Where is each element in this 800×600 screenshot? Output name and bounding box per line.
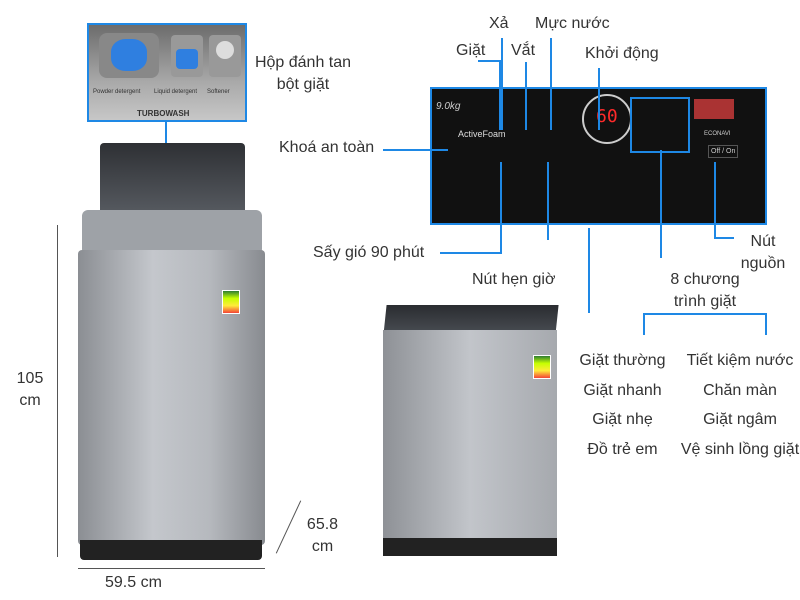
washing-machine-angled xyxy=(383,330,557,540)
depth-dimension-line xyxy=(275,500,302,554)
rinse-label: Xả xyxy=(489,15,509,32)
program-item: Giặt ngâm xyxy=(703,411,777,428)
callout-line xyxy=(500,162,502,252)
wash-label: Giặt xyxy=(456,42,486,59)
program-item: Tiết kiệm nước xyxy=(686,352,794,369)
activefoam-logo: ActiveFoam xyxy=(458,129,506,139)
callout-line xyxy=(550,38,552,130)
program-item: Đồ trẻ em xyxy=(587,440,658,458)
child-lock-label: Khoá an toàn xyxy=(279,139,375,156)
callout-line xyxy=(643,313,645,335)
energy-label xyxy=(222,290,240,314)
callout-line xyxy=(525,62,527,130)
slot-label: Liquid detergent xyxy=(154,89,198,95)
slot-label: Softener xyxy=(207,89,230,95)
water-level-label: Mực nước xyxy=(535,15,610,32)
brand-logo: TURBOWASH xyxy=(137,109,190,118)
capacity-label: 9.0kg xyxy=(436,101,461,112)
econavi-logo: ECONAVI xyxy=(704,131,731,137)
detergent-dispenser-image: Powder detergent Liquid detergent Soften… xyxy=(87,23,247,122)
machine-lid xyxy=(100,143,245,213)
slot-label: Powder detergent xyxy=(93,89,141,95)
led-panel xyxy=(694,99,734,119)
callout-line xyxy=(499,60,501,130)
callout-line xyxy=(501,38,503,130)
height-dimension-line xyxy=(57,225,58,557)
program-item: Giặt nhanh xyxy=(583,381,662,399)
program-buttons[interactable] xyxy=(630,97,690,153)
program-item: Vệ sinh lồng giặt xyxy=(680,440,800,458)
machine-base xyxy=(80,540,262,560)
callout-line xyxy=(598,68,600,130)
width-label: 59.5 cm xyxy=(105,574,162,591)
program-item: Giặt nhẹ xyxy=(592,411,653,428)
powder-compartment xyxy=(99,33,159,78)
spin-label: Vắt xyxy=(511,42,536,59)
callout-line xyxy=(588,228,590,313)
program-item: Giặt thường xyxy=(579,352,666,369)
softener-compartment xyxy=(209,35,241,77)
machine-top xyxy=(82,210,262,255)
liquid-compartment xyxy=(171,35,203,77)
callout-line xyxy=(643,313,765,315)
program-item: Chăn màn xyxy=(703,381,777,399)
callout-line xyxy=(440,252,502,254)
start-dial[interactable]: 60 xyxy=(582,94,632,144)
callout-line xyxy=(547,162,549,240)
callout-line xyxy=(714,162,716,238)
callout-line xyxy=(714,237,734,239)
dispenser-cup-icon xyxy=(111,39,147,71)
air-dry-label: Sấy gió 90 phút xyxy=(313,244,425,261)
led-display: 60 xyxy=(596,106,618,127)
callout-line xyxy=(478,60,500,62)
machine-base xyxy=(383,538,557,556)
callout-line xyxy=(383,149,448,151)
start-label: Khởi động xyxy=(585,45,659,62)
callout-line xyxy=(765,313,767,335)
callout-line xyxy=(660,150,662,258)
power-button[interactable]: Off / On xyxy=(708,145,739,158)
width-dimension-line xyxy=(78,568,265,569)
energy-label xyxy=(533,355,551,379)
timer-label: Nút hẹn giờ xyxy=(472,271,556,288)
